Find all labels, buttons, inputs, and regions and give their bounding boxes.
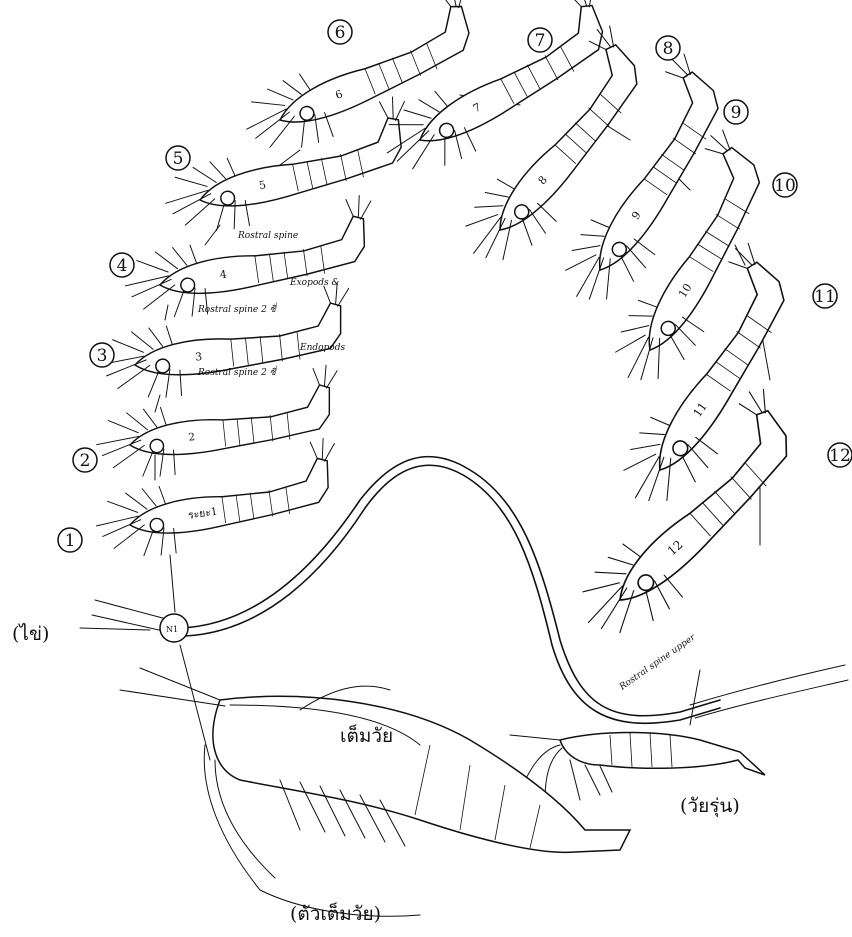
stage-number: 9 — [731, 103, 742, 123]
stage-number: 5 — [173, 149, 184, 169]
larva-stage-1: ระยะ1 — [89, 437, 347, 564]
larva-stage-2: 2 — [91, 364, 346, 482]
stage-number: 1 — [65, 531, 76, 551]
larva-stage-9: 9 — [529, 50, 758, 319]
annotation-exopods: Exopods & — [289, 278, 340, 288]
stage-number: 6 — [335, 23, 346, 43]
stage-number: 3 — [97, 346, 108, 366]
larva-stage-label: 2 — [188, 431, 196, 444]
stage-number: 2 — [80, 451, 91, 471]
juvenile-caption: (วัยรุ่น) — [680, 795, 740, 818]
annotation-rostral-spine-upper: Rostral spine upper — [617, 632, 698, 693]
annotation-endopods: Endopods — [299, 343, 345, 353]
egg-cluster: N1 (ไข่) — [12, 600, 188, 645]
stage-number: 11 — [814, 287, 836, 307]
stage-number: 7 — [535, 31, 546, 51]
stage-number: 12 — [829, 446, 851, 466]
egg-caption: (ไข่) — [12, 623, 49, 645]
adult-caption: (ตัวเต็มวัย) — [290, 901, 381, 925]
egg-label-small: N1 — [166, 625, 178, 634]
stage-number: 10 — [774, 176, 796, 196]
larva-stage-7: 7 — [360, 0, 636, 188]
adult-body-label: เต็มวัย — [340, 723, 393, 747]
annotation-rostral-spine: Rostral spine — [237, 231, 298, 241]
stage-number: 4 — [117, 256, 128, 276]
annotation-rostral-spine-2: Rostral spine 2 ซี่ — [197, 302, 278, 315]
stage-number: 8 — [663, 39, 674, 59]
